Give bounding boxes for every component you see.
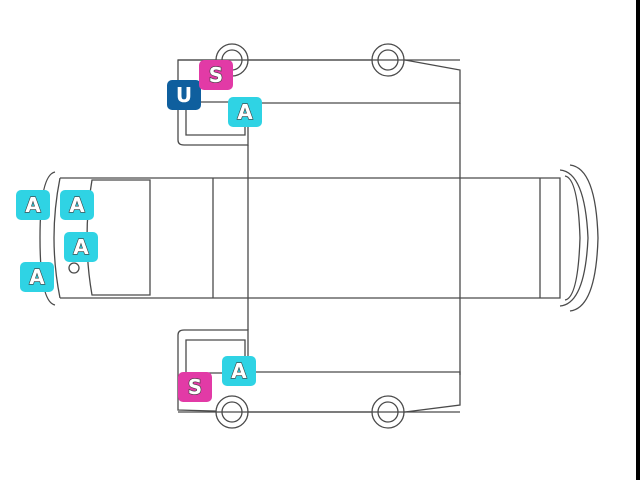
marker-s-bottom[interactable]: S [178,372,212,402]
marker-a-top[interactable]: A [228,97,262,127]
marker-letter: S [187,374,203,399]
marker-a-front-4[interactable]: A [20,262,54,292]
right-edge-bar [636,0,640,480]
marker-letter: A [73,234,90,259]
marker-letter: A [237,99,254,124]
van-side-view-bottom [177,329,461,429]
marker-letter: A [69,192,86,217]
marker-a-front-2[interactable]: A [60,190,94,220]
marker-u-top[interactable]: U [167,80,201,110]
marker-letter: S [208,62,224,87]
marker-s-top[interactable]: S [199,60,233,90]
marker-letter: A [231,358,248,383]
marker-a-front-3[interactable]: A [64,232,98,262]
marker-a-bottom[interactable]: A [222,356,256,386]
marker-letter: U [175,83,193,107]
marker-letter: A [29,264,46,289]
marker-letter: A [25,192,42,217]
van-roof-view [39,103,599,375]
marker-a-front-1[interactable]: A [16,190,50,220]
